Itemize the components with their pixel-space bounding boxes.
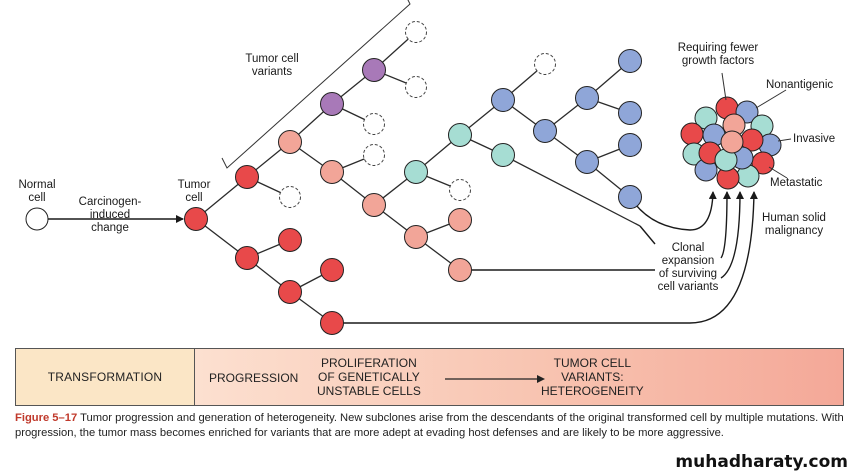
transformation-stage: TRANSFORMATION xyxy=(16,349,195,405)
dead-cell xyxy=(449,179,471,201)
cell-node xyxy=(618,185,642,209)
variants-bracket xyxy=(221,0,411,169)
metastatic-label: Metastatic xyxy=(770,177,823,189)
normal-cell xyxy=(25,207,49,231)
dead-cell xyxy=(279,186,301,208)
cell-node xyxy=(235,246,259,270)
cell-node xyxy=(278,228,302,252)
progression-stage: PROGRESSION PROLIFERATION OF GENETICALLY… xyxy=(195,349,843,405)
cell-node xyxy=(448,258,472,282)
caption-text: Tumor progression and generation of hete… xyxy=(15,412,844,439)
cell-node xyxy=(278,130,302,154)
cell-node xyxy=(320,160,344,184)
tumor-cell-variants-heterogeneity-label: TUMOR CELL VARIANTS: HETEROGENEITY xyxy=(541,356,644,398)
stage-bar: TRANSFORMATION PROGRESSION PROLIFERATION… xyxy=(15,348,844,406)
cell-nodes xyxy=(184,21,642,335)
cell-node xyxy=(533,119,557,143)
pointer-line xyxy=(777,138,792,142)
cell-node xyxy=(618,133,642,157)
figure-caption: Figure 5–17 Tumor progression and genera… xyxy=(15,411,847,440)
cell-node xyxy=(362,58,386,82)
nonantigenic-label: Nonantigenic xyxy=(766,79,833,91)
cell-node xyxy=(278,280,302,304)
tumor-mass xyxy=(680,96,782,190)
cell-node xyxy=(575,150,599,174)
clonal-expansion-arrows xyxy=(342,191,758,324)
cell-node xyxy=(362,193,386,217)
dead-cell xyxy=(363,113,385,135)
pointer-line xyxy=(721,72,727,101)
dead-cell xyxy=(405,76,427,98)
watermark: muhadharaty.com xyxy=(675,452,848,472)
cell-node xyxy=(320,92,344,116)
proliferation-label: PROLIFERATION OF GENETICALLY UNSTABLE CE… xyxy=(317,356,421,398)
dead-cell xyxy=(405,21,427,43)
cell-node xyxy=(320,258,344,282)
progression-label: PROGRESSION xyxy=(209,371,299,385)
cell-node xyxy=(320,311,344,335)
cell-node xyxy=(404,225,428,249)
cell-node xyxy=(448,208,472,232)
cell-node xyxy=(491,88,515,112)
dead-cell xyxy=(534,53,556,75)
stage-arrow xyxy=(445,375,545,383)
cell-node xyxy=(575,86,599,110)
cell-node xyxy=(404,160,428,184)
cell-node xyxy=(235,165,259,189)
invasive-label: Invasive xyxy=(793,133,835,145)
cell-node xyxy=(448,123,472,147)
cell-node xyxy=(618,49,642,73)
cell-node xyxy=(491,143,515,167)
figure-number: Figure 5–17 xyxy=(15,412,78,424)
tumor-cell xyxy=(184,207,208,231)
pointer-line xyxy=(768,166,788,179)
dead-cell xyxy=(363,144,385,166)
pointer-line xyxy=(755,89,787,109)
cell-node xyxy=(618,101,642,125)
